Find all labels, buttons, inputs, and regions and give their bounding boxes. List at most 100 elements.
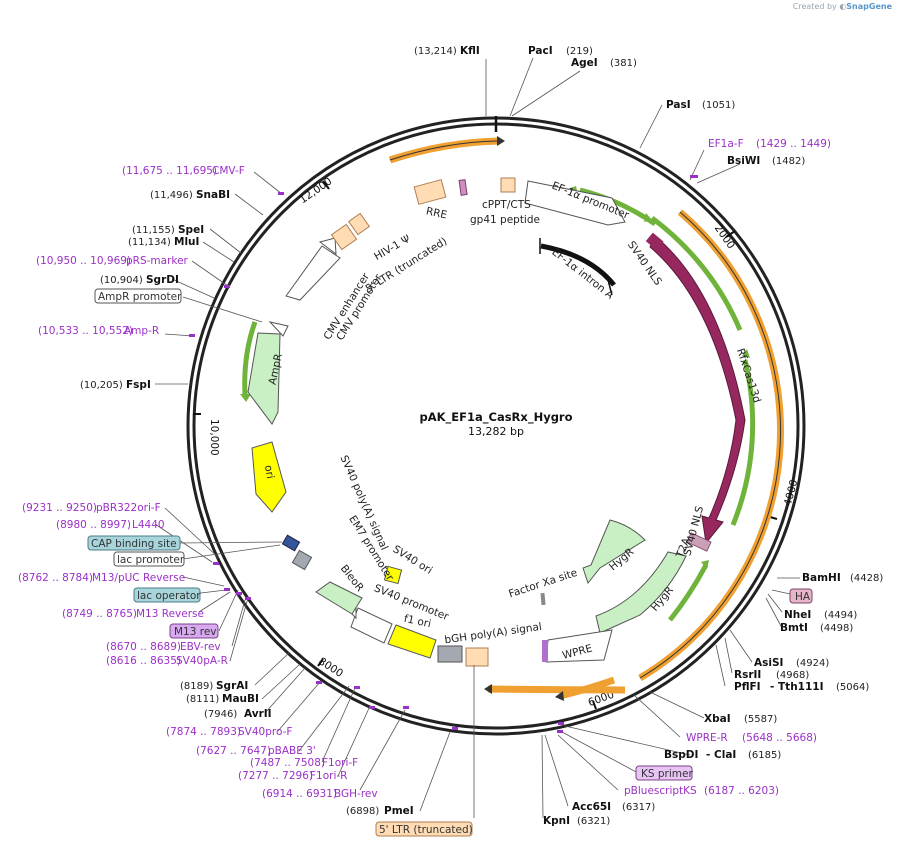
site-sgrdi-pos: (10,904) bbox=[100, 275, 143, 286]
primer-prs-marker-pos: (10,950 .. 10,969) bbox=[36, 255, 131, 267]
primers[interactable]: EF1a-F (1429 .. 1449) WPRE-R (5648 .. 56… bbox=[18, 138, 831, 800]
feature-f1ori: f1 ori bbox=[403, 613, 432, 630]
primer-pbabe-3-pos: (7627 .. 7647) bbox=[196, 745, 271, 757]
green-features bbox=[240, 186, 756, 622]
primer-f1ori-f[interactable]: F1ori-F bbox=[322, 757, 358, 769]
site-pasi-pos: (1051) bbox=[702, 100, 735, 111]
site-rsrii-pos: (4968) bbox=[776, 670, 809, 681]
primer-sv40pro-f[interactable]: SV40pro-F bbox=[238, 726, 292, 738]
site-paci[interactable]: PacI bbox=[528, 45, 553, 57]
backbone bbox=[186, 116, 806, 736]
site-bsiwi-pos: (1482) bbox=[772, 156, 805, 167]
primer-wpre-r[interactable]: WPRE-R bbox=[686, 732, 728, 744]
feature-cppt: cPPT/CTS bbox=[482, 199, 531, 211]
plasmid-name: pAK_EF1a_CasRx_Hygro bbox=[419, 410, 572, 425]
box-cap-binding-site[interactable]: CAP binding site bbox=[91, 538, 177, 550]
tick-label: 10,000 bbox=[208, 419, 220, 456]
site-asisi[interactable]: AsiSI bbox=[754, 657, 783, 669]
primer-ebv-rev[interactable]: EBV-rev bbox=[180, 641, 221, 653]
plasmid-length: 13,282 bp bbox=[468, 425, 524, 438]
box-ks-primer[interactable]: KS primer bbox=[641, 768, 693, 780]
primer-bgh-rev[interactable]: BGH-rev bbox=[334, 788, 378, 800]
primer-m13-reverse[interactable]: M13 Reverse bbox=[136, 608, 204, 620]
primer-ef1a-f[interactable]: EF1a-F bbox=[708, 138, 744, 150]
box-lac-promoter[interactable]: lac promoter bbox=[117, 554, 185, 566]
feature-bgh: bGH poly(A) signal bbox=[444, 621, 543, 647]
site-pmei-pos: (6898) bbox=[346, 806, 379, 817]
site-snabi[interactable]: SnaBI bbox=[196, 189, 230, 201]
feature-gp41: gp41 peptide bbox=[470, 214, 540, 226]
primer-sv40pa-r[interactable]: SV40pA-R bbox=[176, 655, 228, 667]
primer-sv40pro-f-pos: (7874 .. 7893) bbox=[166, 726, 241, 738]
site-nhei-pos: (4494) bbox=[824, 610, 857, 621]
box-5ltr[interactable]: 5' LTR (truncated) bbox=[379, 824, 473, 836]
site-kfli-pos: (13,214) bbox=[414, 46, 457, 57]
site-xbai[interactable]: XbaI bbox=[704, 713, 731, 725]
site-sgrai[interactable]: SgrAI bbox=[216, 680, 248, 692]
site-fspi-pos: (10,205) bbox=[80, 380, 123, 391]
primer-pbluescriptks[interactable]: pBluescriptKS bbox=[624, 785, 697, 797]
site-asisi-pos: (4924) bbox=[796, 658, 829, 669]
primer-pbluescriptks-pos: (6187 .. 6203) bbox=[704, 785, 779, 797]
site-bamhi[interactable]: BamHI bbox=[802, 572, 841, 584]
primer-sv40pa-r-pos: (8616 .. 8635) bbox=[106, 655, 181, 667]
site-kpni[interactable]: KpnI bbox=[543, 815, 570, 827]
site-bspdi-pos: (6185) bbox=[748, 750, 781, 761]
primer-bgh-rev-pos: (6914 .. 6931) bbox=[262, 788, 337, 800]
site-avrii[interactable]: AvrII bbox=[244, 708, 272, 720]
primer-l4440[interactable]: L4440 bbox=[132, 519, 165, 531]
site-spei[interactable]: SpeI bbox=[178, 224, 204, 236]
feature-rre: RRE bbox=[425, 205, 448, 221]
site-maubi[interactable]: MauBI bbox=[222, 693, 259, 705]
box-ampr-promoter[interactable]: AmpR promoter bbox=[98, 291, 182, 303]
site-pasi[interactable]: PasI bbox=[666, 99, 691, 111]
leader-lines bbox=[154, 57, 800, 819]
site-nhei[interactable]: NheI bbox=[784, 609, 811, 621]
site-paci-pos: (219) bbox=[566, 46, 593, 57]
site-bspdi[interactable]: BspDI bbox=[664, 749, 698, 761]
box-ha[interactable]: HA bbox=[795, 591, 811, 603]
primer-cmv-f-pos: (11,675 .. 11,695) bbox=[122, 165, 217, 177]
primer-prs-marker[interactable]: pRS-marker bbox=[126, 255, 189, 267]
primer-amp-r[interactable]: Amp-R bbox=[124, 325, 159, 337]
primer-wpre-r-pos: (5648 .. 5668) bbox=[742, 732, 817, 744]
site-rsrii[interactable]: RsrII bbox=[734, 669, 761, 681]
site-clai[interactable]: - ClaI bbox=[706, 749, 736, 761]
primer-m13puc-pos: (8762 .. 8784) bbox=[18, 572, 93, 584]
primer-l4440-pos: (8980 .. 8997) bbox=[56, 519, 131, 531]
site-acc65i[interactable]: Acc65I bbox=[572, 801, 611, 813]
credit-prefix: Created by bbox=[792, 2, 837, 11]
primer-m13puc[interactable]: M13/pUC Reverse bbox=[92, 572, 185, 584]
site-sgrai-pos: (8189) bbox=[180, 681, 213, 692]
site-mlui[interactable]: MluI bbox=[174, 236, 199, 248]
site-tth111i[interactable]: - Tth111I bbox=[770, 681, 824, 693]
primer-cmv-f[interactable]: CMV-F bbox=[212, 165, 245, 177]
site-bmti[interactable]: BmtI bbox=[780, 622, 808, 634]
site-sgrdi[interactable]: SgrDI bbox=[146, 274, 179, 286]
site-xbai-pos: (5587) bbox=[744, 714, 777, 725]
site-kpni-pos: (6321) bbox=[577, 816, 610, 827]
primer-f1ori-r-pos: (7277 .. 7296) bbox=[238, 770, 313, 782]
site-kfli[interactable]: KflI bbox=[460, 45, 480, 57]
primer-m13-reverse-pos: (8749 .. 8765) bbox=[62, 608, 137, 620]
primer-pbabe-3[interactable]: pBABE 3' bbox=[268, 745, 316, 757]
primer-f1ori-r[interactable]: F1ori-R bbox=[310, 770, 347, 782]
primer-pbr322ori-f-pos: (9231 .. 9250) bbox=[22, 502, 97, 514]
credit-brand: SnapGene bbox=[846, 2, 892, 11]
site-bamhi-pos: (4428) bbox=[850, 573, 883, 584]
primer-f1ori-f-pos: (7487 .. 7508) bbox=[250, 757, 325, 769]
site-agei[interactable]: AgeI bbox=[571, 57, 598, 69]
site-pmei[interactable]: PmeI bbox=[384, 805, 414, 817]
inner-features bbox=[247, 177, 746, 667]
site-bmti-pos: (4498) bbox=[820, 623, 853, 634]
feature-ori: ori bbox=[262, 464, 276, 480]
site-bsiwi[interactable]: BsiWI bbox=[727, 155, 760, 167]
boxed-features[interactable]: HA KS primer 5' LTR (truncated) M13 rev … bbox=[87, 288, 813, 837]
site-fspi[interactable]: FspI bbox=[126, 379, 151, 391]
primer-pbr322ori-f[interactable]: pBR322ori-F bbox=[96, 502, 161, 514]
site-pflfi[interactable]: PflFI bbox=[734, 681, 761, 693]
box-lac-operator[interactable]: lac operator bbox=[137, 590, 201, 602]
restriction-sites[interactable]: (13,214) KflI PacI (219) AgeI (381) PasI… bbox=[80, 45, 883, 827]
box-m13-rev[interactable]: M13 rev bbox=[174, 626, 217, 638]
